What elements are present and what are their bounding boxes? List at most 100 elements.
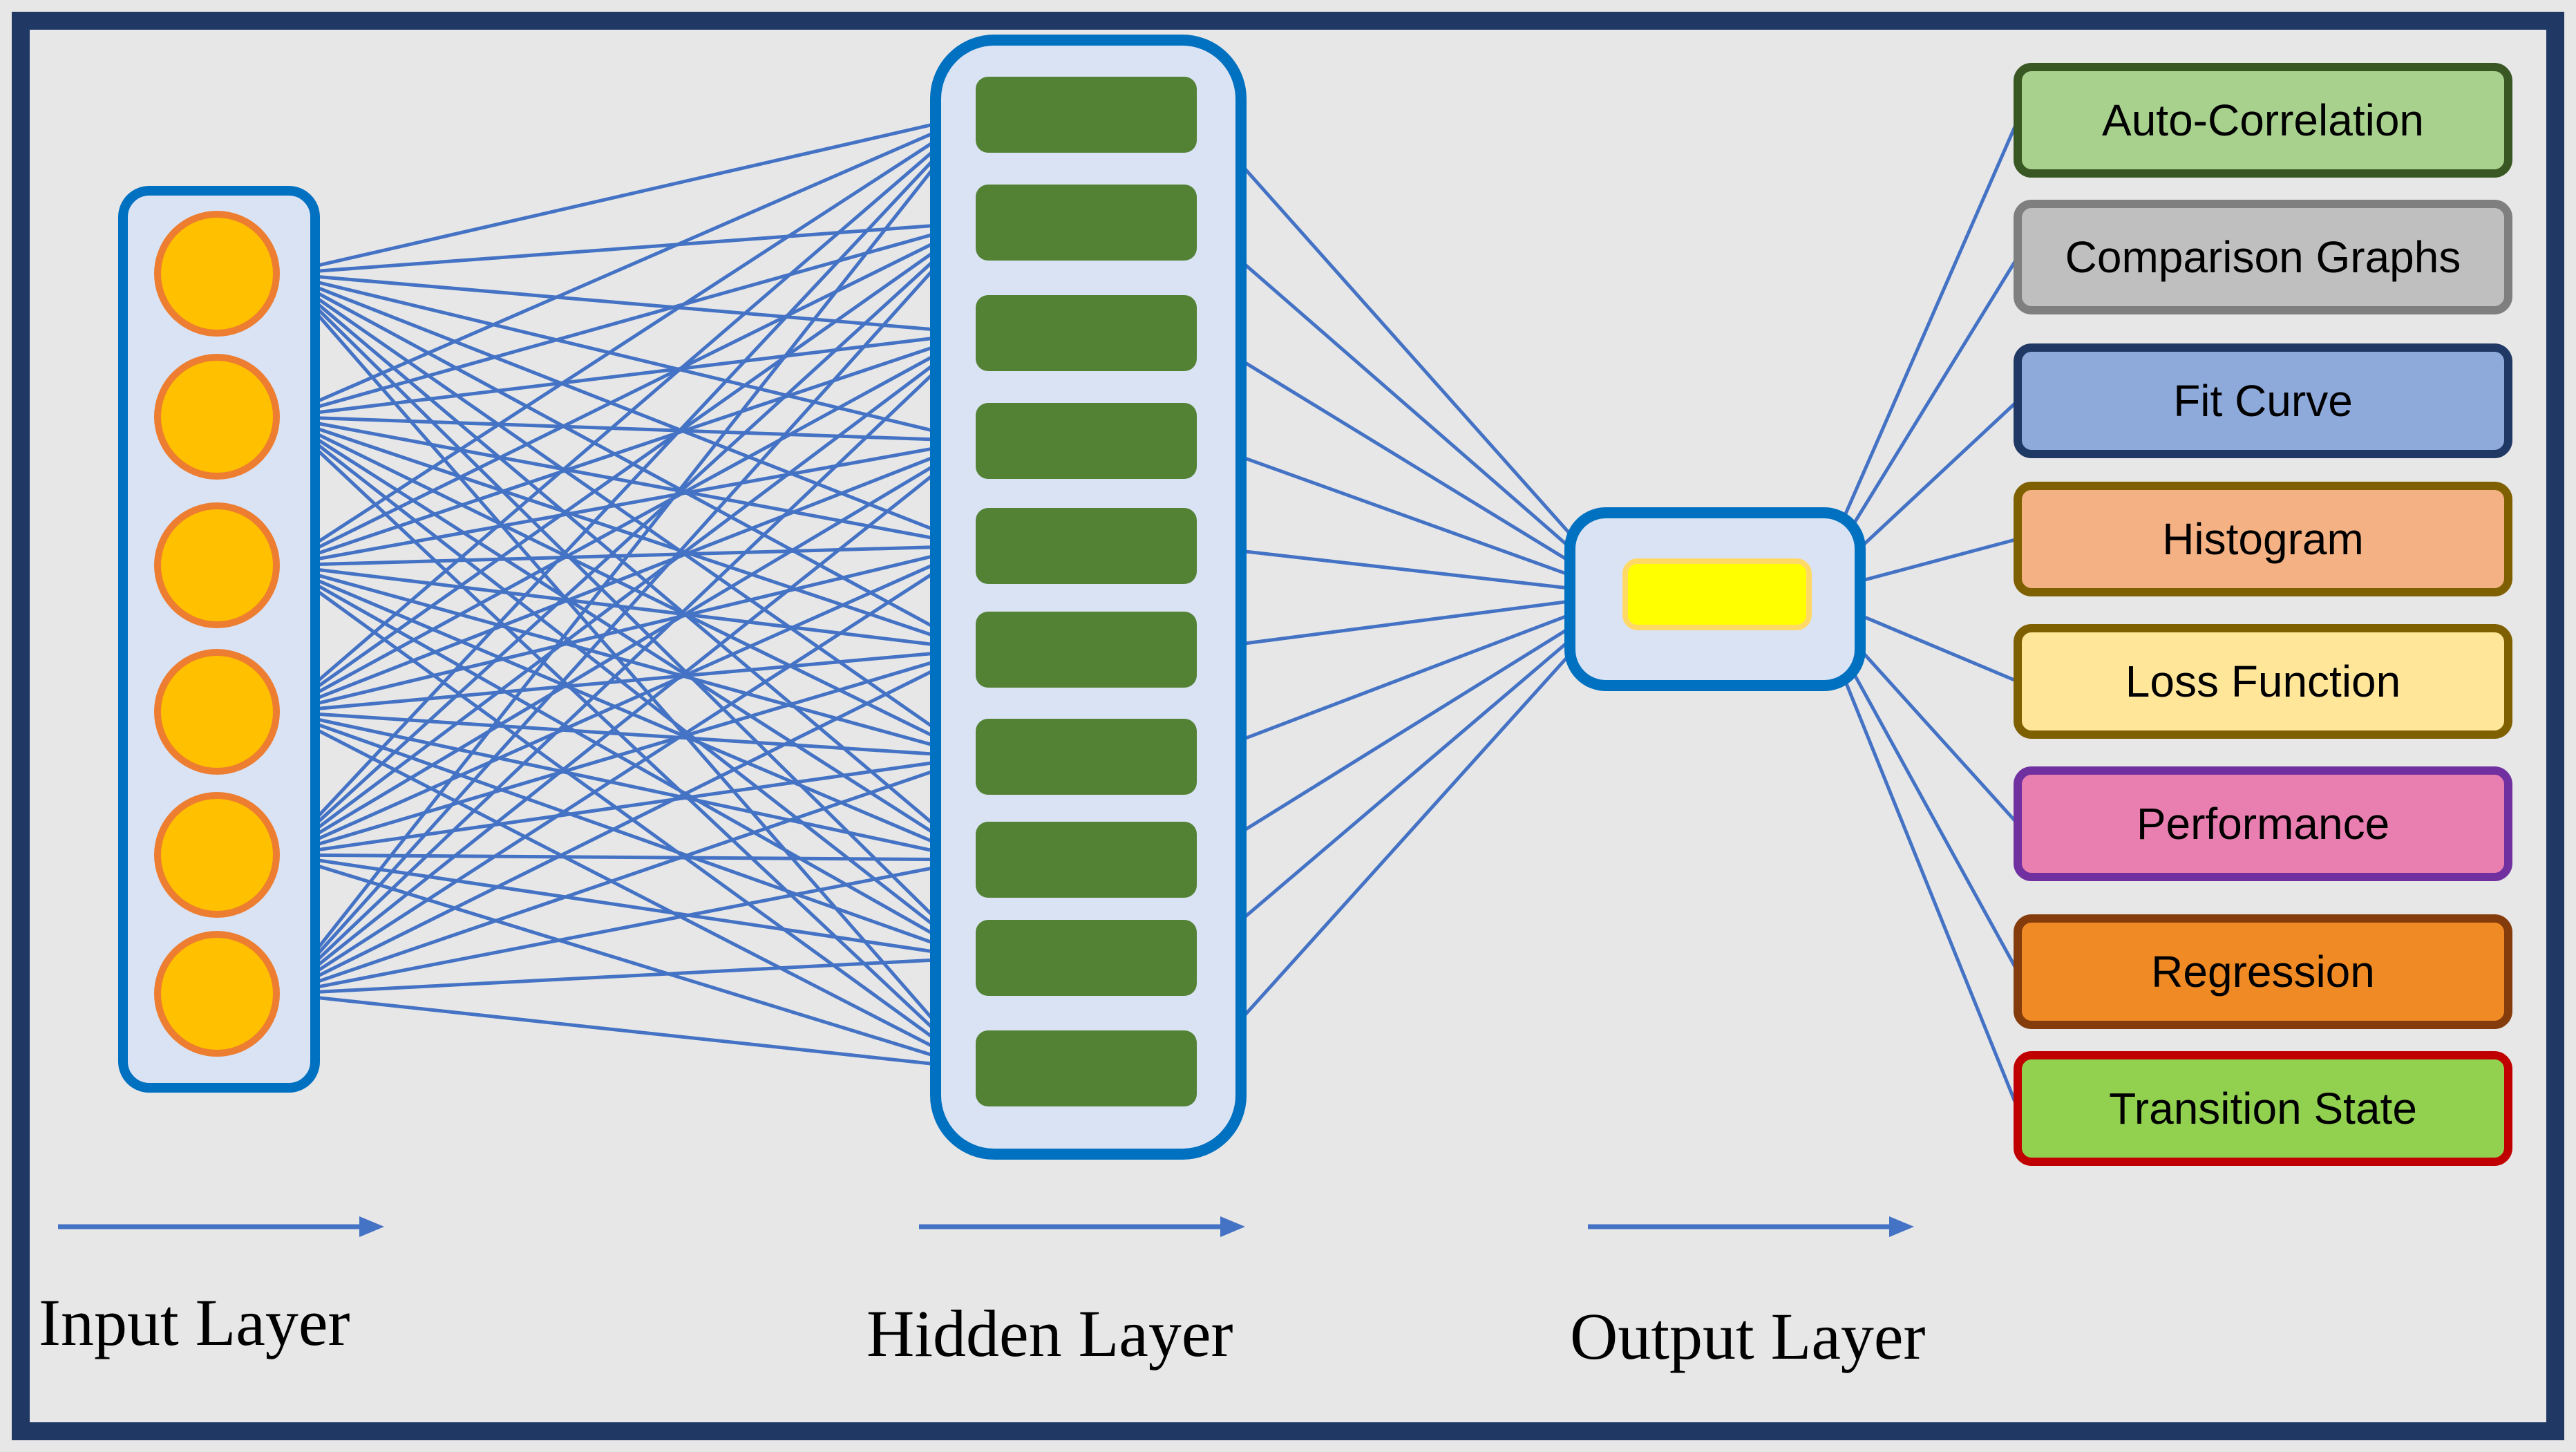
input-hidden-connection <box>281 331 976 567</box>
output-category-label: Transition State <box>2109 1084 2417 1133</box>
hidden-output-connection <box>1196 592 1625 652</box>
output-category-box: Auto-Correlation <box>2014 63 2512 178</box>
input-hidden-connection <box>281 853 976 1071</box>
input-hidden-connection <box>281 221 977 856</box>
hidden-flow-arrow-head <box>1220 1216 1245 1237</box>
input-hidden-connection <box>281 755 976 996</box>
input-hidden-connection <box>281 113 977 713</box>
hidden-output-connection <box>1195 593 1625 1070</box>
hidden-output-connection <box>1195 221 1625 596</box>
output-flow-arrow-head <box>1889 1216 1914 1237</box>
input-node <box>154 211 280 337</box>
output-category-rect <box>2014 1051 2512 1166</box>
input-hidden-connection <box>281 853 976 862</box>
input-hidden-connection <box>281 415 976 443</box>
input-hidden-connection <box>281 221 977 995</box>
input-hidden-connection <box>281 415 976 652</box>
output-category-box: Regression <box>2014 914 2512 1029</box>
input-hidden-connection <box>281 440 977 995</box>
output-category-label: Regression <box>2151 947 2375 997</box>
hidden-output-connection <box>1196 592 1625 759</box>
hidden-nodes <box>976 77 1197 1106</box>
output-layer-label: Output Layer <box>1570 1299 1926 1373</box>
input-hidden-connection <box>281 220 976 419</box>
input-hidden-connection <box>281 439 976 714</box>
output-category-rect <box>2014 624 2512 739</box>
hidden-output-connection <box>1195 593 1625 959</box>
input-hidden-connection <box>281 272 977 759</box>
input-hidden-connection <box>281 332 977 856</box>
output-category-rect <box>2014 766 2512 881</box>
input-hidden-connection <box>281 272 977 861</box>
output-category-label: Loss Function <box>2125 657 2400 706</box>
input-hidden-connection <box>281 220 977 714</box>
hidden-layer-label: Hidden Layer <box>866 1297 1233 1370</box>
input-hidden-connection <box>281 331 976 419</box>
input-hidden-connection <box>281 439 977 857</box>
flow-arrows <box>58 1216 1914 1237</box>
input-hidden-connection <box>281 544 977 996</box>
hidden-node <box>976 185 1197 261</box>
input-hidden-connection <box>281 272 977 1070</box>
input-hidden-connection <box>281 544 976 714</box>
output-category-rect <box>2014 63 2512 178</box>
input-node <box>154 792 280 918</box>
hidden-output-connection <box>1196 544 1625 596</box>
hidden-node <box>976 295 1197 371</box>
output-category-rect <box>2014 482 2512 596</box>
input-hidden-connection <box>281 648 976 857</box>
input-hidden-connection <box>281 755 976 857</box>
input-hidden-connection <box>281 992 976 1071</box>
input-hidden-connection <box>281 415 977 759</box>
input-hidden-connection <box>281 272 977 959</box>
input-hidden-connection <box>281 544 977 857</box>
input-hidden-connection <box>281 113 977 856</box>
output-category-label: Histogram <box>2162 514 2364 564</box>
input-hidden-connection <box>281 272 977 652</box>
input-layer-label: Input Layer <box>39 1285 350 1359</box>
output-category-box: Comparison Graphs <box>2014 200 2512 314</box>
input-hidden-connection <box>281 853 976 960</box>
output-category-label: Fit Curve <box>2173 376 2353 426</box>
input-nodes <box>154 211 280 1057</box>
hidden-output-connection <box>1195 331 1625 596</box>
input-node <box>154 502 280 628</box>
input-hidden-connection <box>281 113 977 995</box>
input-hidden-connection <box>281 272 976 548</box>
hidden-node <box>976 612 1197 688</box>
input-hidden-connection <box>281 415 976 548</box>
hidden-node <box>976 403 1197 479</box>
hidden-node <box>976 822 1197 898</box>
output-category-rect <box>2014 343 2512 458</box>
input-flow-arrow-head <box>359 1216 384 1237</box>
input-hidden-connection <box>281 272 976 443</box>
output-category-label: Auto-Correlation <box>2102 95 2424 145</box>
output-node <box>1622 558 1812 630</box>
input-hidden-connection <box>281 710 976 960</box>
input-hidden-connection <box>281 220 977 567</box>
output-category-rect <box>2014 914 2512 1029</box>
input-hidden-connection <box>281 113 976 419</box>
input-hidden-connection <box>281 648 977 996</box>
output-category-box: Fit Curve <box>2014 343 2512 458</box>
output-category-box: Performance <box>2014 766 2512 881</box>
hidden-node <box>976 719 1197 795</box>
input-hidden-connection <box>281 648 976 714</box>
output-category-box: Loss Function <box>2014 624 2512 739</box>
input-hidden-connection <box>281 710 976 862</box>
diagram-frame <box>12 12 2564 1440</box>
hidden-node <box>976 1030 1197 1106</box>
output-category-label: Performance <box>2137 799 2389 849</box>
input-hidden-connection <box>281 710 977 1071</box>
output-category-label: Comparison Graphs <box>2065 232 2461 282</box>
input-node <box>154 931 280 1057</box>
input-hidden-connection <box>281 563 976 759</box>
hidden-node <box>976 920 1197 996</box>
output-category-box: Transition State <box>2014 1051 2512 1166</box>
input-hidden-connection <box>281 710 976 759</box>
input-hidden-connection <box>281 956 976 996</box>
input-node <box>154 354 280 480</box>
